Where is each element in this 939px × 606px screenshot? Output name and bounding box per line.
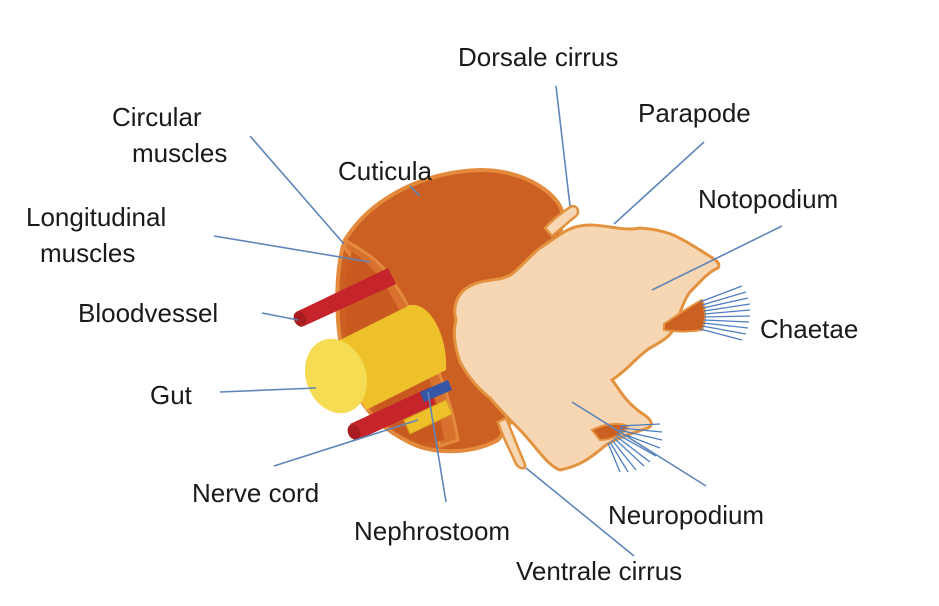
leader-bloodvessel bbox=[261, 312, 299, 321]
leader-gut bbox=[219, 387, 317, 393]
parapodium-shape bbox=[452, 223, 721, 472]
leader-parapode bbox=[613, 141, 705, 225]
blood-vessel-lower bbox=[347, 388, 436, 440]
label-nephrostoom: Nephrostoom bbox=[354, 516, 510, 546]
leader-ventrale-cirrus bbox=[525, 467, 635, 557]
leader-dorsale-cirrus bbox=[555, 85, 571, 207]
label-notopodium: Notopodium bbox=[698, 184, 838, 214]
notopodium-lobe bbox=[663, 298, 706, 333]
leader-nephrostoom bbox=[427, 391, 447, 503]
nerve-cord-shape bbox=[403, 399, 453, 435]
label-cuticula: Cuticula bbox=[338, 156, 432, 186]
blood-vessel-upper bbox=[293, 268, 396, 327]
gut-cylinder bbox=[304, 304, 447, 414]
label-dorsale-cirrus: Dorsale cirrus bbox=[458, 42, 618, 72]
label-bloodvessel: Bloodvessel bbox=[78, 298, 218, 328]
label-parapode: Parapode bbox=[638, 98, 751, 128]
leader-nerve-cord bbox=[273, 419, 419, 467]
leader-lines bbox=[213, 85, 783, 557]
label-nerve-cord: Nerve cord bbox=[192, 478, 319, 508]
label-ventrale-cirrus: Ventrale cirrus bbox=[516, 556, 682, 586]
leader-longitudinal-muscles bbox=[213, 235, 371, 263]
dorsal-cirrus-shape bbox=[543, 204, 580, 238]
chaetae-lower-bundle bbox=[607, 423, 663, 473]
leader-circular-muscles bbox=[249, 135, 345, 245]
ventral-cirrus-shape bbox=[496, 416, 527, 470]
leader-notopodium bbox=[651, 225, 783, 291]
labels: Dorsale cirrus Parapode Circular muscles… bbox=[26, 42, 858, 586]
chaetae-upper-bundle bbox=[699, 285, 751, 341]
label-longitudinal-line2: muscles bbox=[40, 238, 135, 268]
label-neuropodium: Neuropodium bbox=[608, 500, 764, 530]
label-circular-line2: muscles bbox=[132, 138, 227, 168]
leader-cuticula bbox=[409, 185, 421, 197]
label-gut: Gut bbox=[150, 380, 193, 410]
leader-neuropodium bbox=[571, 401, 707, 487]
label-circular-line1: Circular bbox=[112, 102, 202, 132]
label-chaetae: Chaetae bbox=[760, 314, 858, 344]
label-longitudinal-line1: Longitudinal bbox=[26, 202, 166, 232]
